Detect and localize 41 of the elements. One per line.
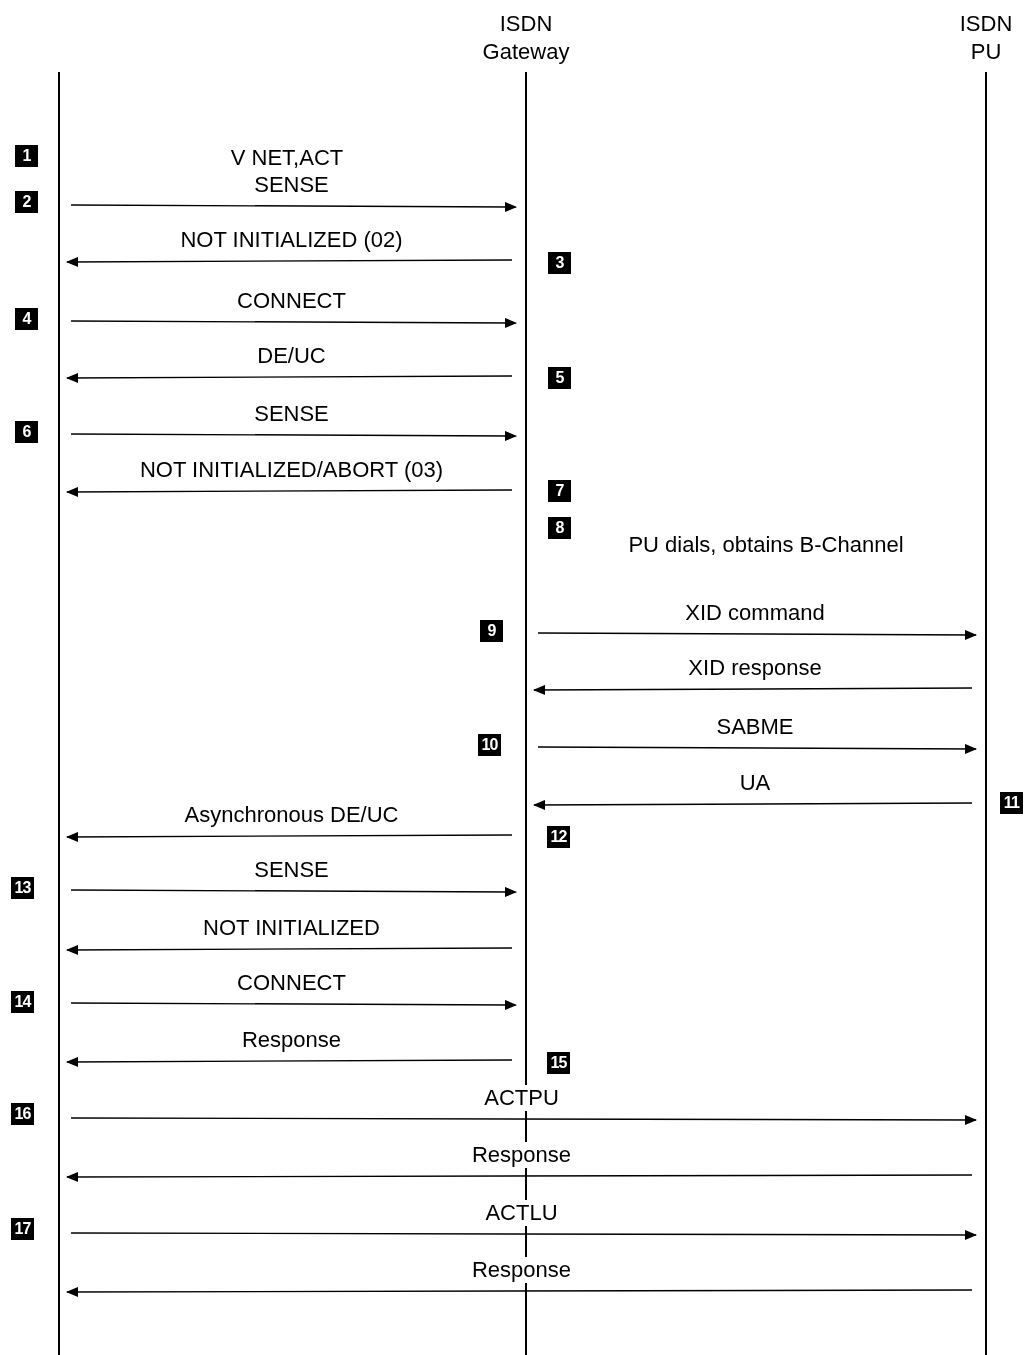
message-arrow <box>537 743 977 754</box>
step-number-marker: 9 <box>480 620 503 642</box>
step-number-marker: 3 <box>548 252 571 274</box>
message-arrow <box>70 1230 977 1240</box>
message-arrow <box>66 944 513 955</box>
lifeline <box>58 72 60 1355</box>
message-arrow <box>537 629 977 640</box>
message-arrow <box>533 799 973 810</box>
message-arrow <box>533 684 973 695</box>
message-arrow <box>70 1115 977 1125</box>
message-arrow <box>70 317 517 328</box>
step-number-marker: 15 <box>547 1052 570 1074</box>
step-number-marker: 4 <box>15 308 38 330</box>
message-arrow <box>66 486 513 497</box>
message-arrow <box>66 1172 973 1182</box>
step-number-marker: 11 <box>1000 792 1023 814</box>
message-arrow <box>66 831 513 842</box>
step-number-marker: 13 <box>11 877 34 899</box>
step-number-marker: 7 <box>548 480 571 502</box>
message-arrow <box>70 201 517 212</box>
message-arrow <box>70 430 517 441</box>
message-arrow <box>70 886 517 897</box>
lifeline-header: ISDN Gateway <box>482 10 570 66</box>
note-text: PU dials, obtains B-Channel <box>627 531 905 559</box>
step-number-marker: 16 <box>11 1103 34 1125</box>
message-arrow <box>66 1287 973 1297</box>
step-number-marker: 6 <box>15 421 38 443</box>
lifeline-header: ISDN PU <box>959 10 1013 66</box>
step-number-marker: 1 <box>15 145 38 167</box>
step-number-marker: 17 <box>11 1218 34 1240</box>
message-arrow <box>66 1056 513 1067</box>
note-text: V NET,ACT <box>229 144 345 172</box>
step-number-marker: 14 <box>11 991 34 1013</box>
step-number-marker: 2 <box>15 191 38 213</box>
step-number-marker: 5 <box>548 367 571 389</box>
step-number-marker: 8 <box>548 517 571 539</box>
message-arrow <box>66 256 513 267</box>
message-arrow <box>66 372 513 383</box>
step-number-marker: 10 <box>478 734 501 756</box>
message-arrow <box>70 999 517 1010</box>
step-number-marker: 12 <box>547 826 570 848</box>
